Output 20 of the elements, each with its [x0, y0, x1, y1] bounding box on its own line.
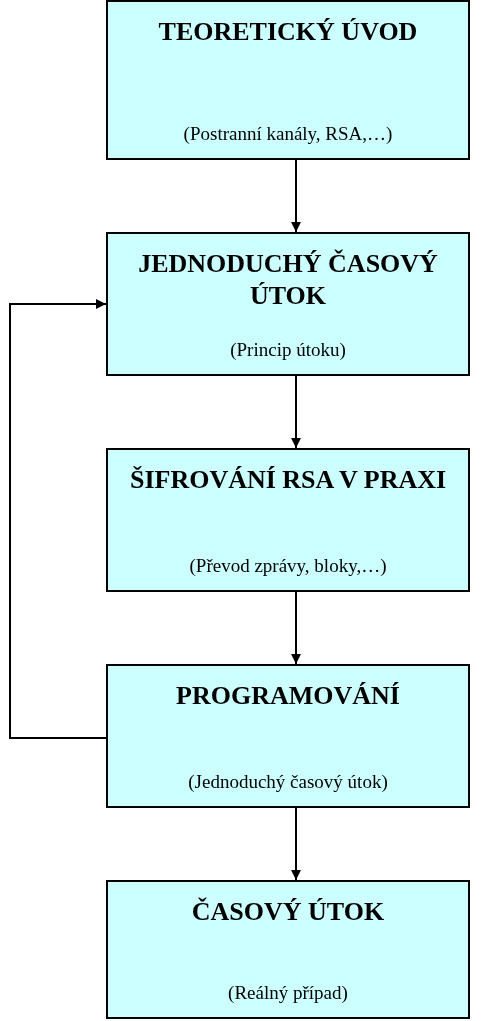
box-subtitle: (Postranní kanály, RSA,…): [183, 122, 393, 146]
process-box: [106, 664, 470, 808]
box-subtitle: (Převod zprávy, bloky,…): [189, 554, 387, 578]
process-box: [106, 232, 470, 376]
arrow: [291, 807, 301, 881]
box-heading: JEDNODUCHÝ ČASOVÝ ÚTOK: [137, 248, 439, 312]
arrow: [291, 375, 301, 449]
arrow: [291, 591, 301, 665]
arrow: [291, 159, 301, 233]
process-box: [106, 0, 470, 160]
box-subtitle: (Princip útoku): [230, 338, 346, 362]
process-box: [106, 448, 470, 592]
box-heading: PROGRAMOVÁNÍ: [176, 680, 400, 712]
box-heading: TEORETICKÝ ÚVOD: [158, 16, 418, 48]
box-heading: ŠIFROVÁNÍ RSA V PRAXI: [129, 464, 447, 496]
box-subtitle: (Jednoduchý časový útok): [188, 770, 388, 794]
arrow: [9, 299, 107, 739]
box-heading: ČASOVÝ ÚTOK: [191, 896, 385, 928]
process-box: [106, 880, 470, 1019]
box-subtitle: (Reálný případ): [228, 981, 348, 1005]
